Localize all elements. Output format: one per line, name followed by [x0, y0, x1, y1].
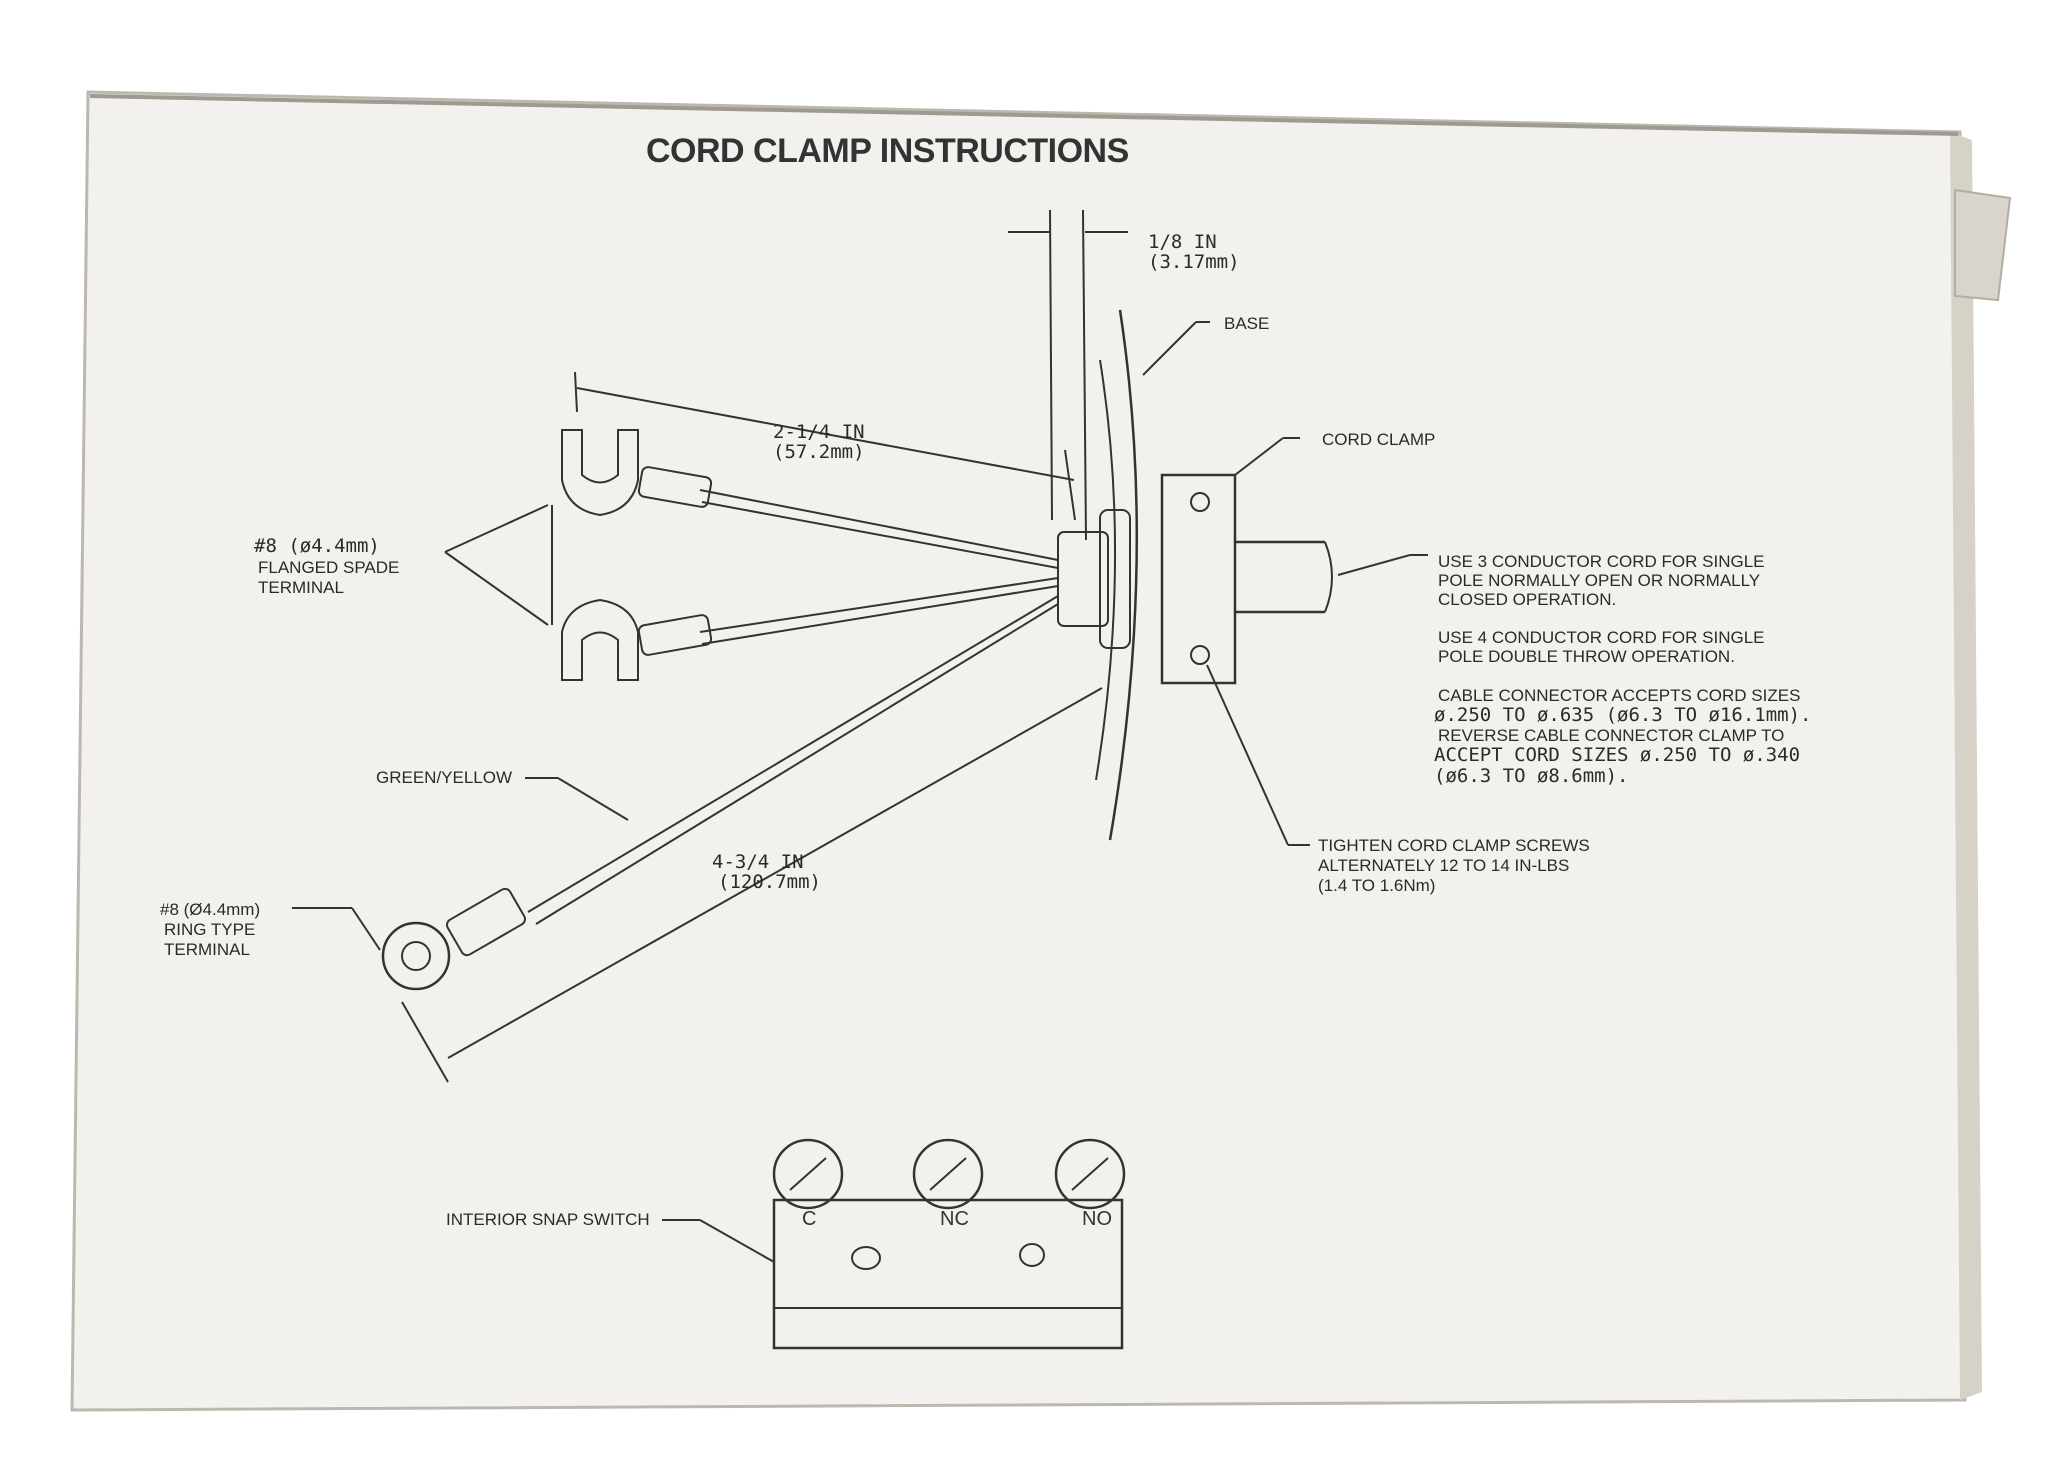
clamp-gap-dim-line2: (3.17mm): [1148, 251, 1240, 273]
tighten-line1: TIGHTEN CORD CLAMP SCREWS: [1318, 836, 1590, 855]
wire-2: [699, 577, 1059, 633]
switch-screw-slot-c: [789, 1157, 827, 1191]
fitting-hub: [1099, 509, 1131, 649]
ring-terminal-inner: [401, 941, 431, 971]
cord-end: [1324, 541, 1333, 613]
ring-terminal-outer: [381, 921, 451, 991]
green-yellow-label: GREEN/YELLOW: [376, 768, 513, 787]
switch-screw-nc: [912, 1138, 984, 1210]
spade-crimp-top: [637, 466, 713, 508]
switch-screw-slot-no: [1071, 1157, 1109, 1191]
spade-terminal-size: #8 (ø4.4mm): [254, 535, 380, 557]
wire-ground-b: [535, 603, 1059, 925]
base-arc-inner: [1095, 359, 1117, 781]
ground-length-dim-line2: (120.7mm): [718, 871, 821, 893]
tighten-line2: ALTERNATELY 12 TO 14 IN-LBS: [1318, 856, 1570, 875]
wire-2b: [701, 585, 1059, 645]
clamp-screw-top: [1190, 492, 1210, 512]
note-4-conductor-line1: USE 4 CONDUCTOR CORD FOR SINGLE: [1438, 628, 1765, 647]
snap-switch-body: [772, 1198, 1124, 1350]
ground-dim-line: [447, 687, 1103, 1059]
ring-terminal-type: RING TYPE: [164, 920, 256, 939]
cord-leader: [1337, 554, 1411, 576]
cable-connector-line3: REVERSE CABLE CONNECTOR CLAMP TO: [1438, 726, 1785, 745]
switch-terminal-no: NO: [1082, 1208, 1112, 1230]
clamp-gap-dim-line1: 1/8 IN: [1148, 231, 1217, 253]
spade-terminal-bottom: [561, 598, 639, 681]
tighten-line3: (1.4 TO 1.6Nm): [1318, 876, 1436, 895]
ring-terminal-size: #8 (Ø4.4mm): [160, 900, 261, 919]
spade-terminal-word: TERMINAL: [258, 578, 344, 597]
panel-line-right: [1082, 209, 1087, 541]
spade-length-dim-line2: (57.2mm): [773, 441, 865, 463]
interior-switch-label: INTERIOR SNAP SWITCH: [446, 1210, 650, 1229]
cord-clamp-label: CORD CLAMP: [1322, 430, 1436, 449]
base-arc: [1108, 309, 1139, 841]
base-leader: [1142, 321, 1197, 376]
box-top-edge: [89, 94, 1959, 136]
wire-1b: [701, 501, 1059, 569]
ring-crimp: [446, 887, 526, 957]
switch-hole-right: [1019, 1243, 1045, 1267]
note-3-conductor-line3: CLOSED OPERATION.: [1438, 590, 1617, 609]
clamp-screw-bottom: [1190, 645, 1210, 665]
box-edge-shadow: [1950, 132, 1982, 1400]
cord-clamp-body: [1160, 473, 1237, 685]
spade-crimp-bottom: [637, 614, 713, 656]
spade-length-dim-line1: 2-1/4 IN: [773, 421, 865, 443]
spade-dim-ext: [574, 371, 578, 413]
box-face: [70, 90, 1967, 1412]
tighten-leader-v: [1206, 664, 1289, 846]
spade-dim-tick: [1064, 449, 1076, 521]
switch-screw-slot-nc: [929, 1157, 967, 1191]
spade-leader-upper: [444, 504, 549, 553]
cable-connector-line2: ø.250 TO ø.635 (ø6.3 TO ø16.1mm).: [1434, 704, 1812, 726]
switch-leader-diag: [699, 1219, 775, 1263]
ground-length-dim-line1: 4-3/4 IN: [712, 851, 804, 873]
spade-dim-line: [576, 387, 1075, 481]
green-yellow-leader-diag: [557, 777, 629, 821]
cable-connector-line4: ACCEPT CORD SIZES ø.250 TO ø.340: [1434, 744, 1801, 766]
cable-connector-line1: CABLE CONNECTOR ACCEPTS CORD SIZES: [1438, 686, 1801, 705]
diagram-title: CORD CLAMP INSTRUCTIONS: [646, 132, 1129, 170]
wire-1: [699, 489, 1059, 561]
switch-terminal-nc: NC: [940, 1208, 969, 1230]
wire-ground: [527, 595, 1059, 913]
ring-terminal-word: TERMINAL: [164, 940, 250, 959]
box-torn-flap: [1954, 188, 2012, 302]
switch-screw-no: [1054, 1138, 1126, 1210]
ground-dim-ext: [401, 1001, 449, 1083]
note-3-conductor-line1: USE 3 CONDUCTOR CORD FOR SINGLE: [1438, 552, 1765, 571]
switch-screw-c: [772, 1138, 844, 1210]
base-label: BASE: [1224, 314, 1270, 333]
note-3-conductor-line2: POLE NORMALLY OPEN OR NORMALLY: [1438, 571, 1761, 590]
spade-leader-lower: [444, 551, 549, 626]
panel-line-left: [1049, 209, 1053, 521]
ring-leader-diag: [351, 907, 381, 951]
switch-terminal-c: C: [802, 1208, 817, 1230]
spade-terminal-type: FLANGED SPADE: [258, 558, 400, 577]
note-4-conductor-line2: POLE DOUBLE THROW OPERATION.: [1438, 647, 1735, 666]
cord-clamp-leader: [1234, 437, 1284, 476]
switch-hole-left: [851, 1246, 881, 1270]
spade-terminal-top: [561, 429, 639, 517]
cable-connector-line5: (ø6.3 TO ø8.6mm).: [1434, 765, 1629, 787]
